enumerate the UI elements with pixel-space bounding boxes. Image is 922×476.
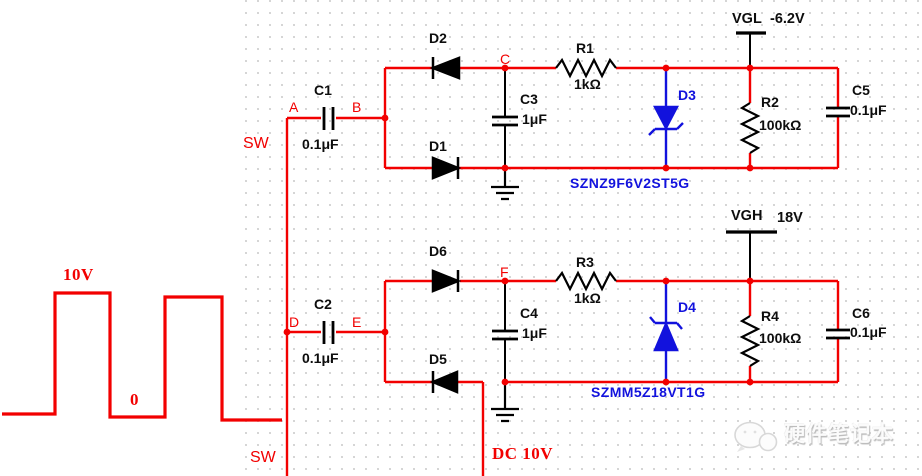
d2-ref: D2 xyxy=(429,30,447,46)
d4-ref: D4 xyxy=(678,299,696,315)
ground-icon-upper xyxy=(491,168,519,201)
resistor-r2-icon xyxy=(739,102,761,154)
capacitor-c5-icon xyxy=(826,106,850,118)
net-label-a: A xyxy=(289,99,299,115)
c6-value: 0.1μF xyxy=(850,324,887,340)
net-label-f: F xyxy=(500,264,509,280)
capacitor-c3-icon xyxy=(492,115,518,127)
resistor-r1-icon xyxy=(555,57,617,79)
dc-input-label: DC 10V xyxy=(492,444,554,463)
r1-value: 1kΩ xyxy=(574,76,601,92)
wechat-bubbles-icon xyxy=(734,421,778,452)
net-label-e: E xyxy=(352,314,362,330)
net-label-b: B xyxy=(352,99,362,115)
schematic-grid xyxy=(237,0,922,476)
vgh-value: 18V xyxy=(777,210,803,226)
waveform-low-label: 0 xyxy=(130,390,139,409)
diodes xyxy=(429,56,462,394)
r1-ref: R1 xyxy=(576,40,594,56)
r3-value: 1kΩ xyxy=(574,290,601,306)
power-rails xyxy=(726,31,777,281)
wires xyxy=(2,66,840,476)
r2-value: 100kΩ xyxy=(759,117,802,133)
d3-part-number: SZNZ9F6V2ST5G xyxy=(570,175,690,191)
d4-part-number: SZMM5Z18VT1G xyxy=(591,384,706,400)
r2-ref: R2 xyxy=(761,94,779,110)
capacitors xyxy=(322,70,850,380)
vgh-label: VGH xyxy=(731,208,763,224)
square-wave-icon xyxy=(2,291,282,422)
sw-label-top: SW xyxy=(243,135,269,152)
c3-ref: C3 xyxy=(520,91,538,107)
watermark-text: 硬件笔记本 xyxy=(784,423,894,446)
net-label-d: D xyxy=(289,314,300,330)
zener-d4-icon xyxy=(649,281,683,382)
r4-ref: R4 xyxy=(761,308,779,324)
vgl-value: -6.2V xyxy=(770,11,805,27)
c6-ref: C6 xyxy=(852,305,870,321)
vgl-label: VGL xyxy=(732,11,762,27)
sw-label-bottom: SW xyxy=(250,449,276,466)
diode-d6-icon xyxy=(431,269,462,293)
junction-dots xyxy=(283,64,754,386)
zener-d3-icon xyxy=(648,68,684,168)
resistor-r4-icon xyxy=(739,315,761,367)
waveform-high-label: 10V xyxy=(63,265,94,284)
c1-ref: C1 xyxy=(314,82,332,98)
diode-d1-icon xyxy=(431,156,462,180)
capacitor-c1-icon xyxy=(322,107,335,130)
c4-value: 1μF xyxy=(522,325,547,341)
c2-value: 0.1μF xyxy=(302,350,339,366)
r4-value: 100kΩ xyxy=(759,330,802,346)
c4-ref: C4 xyxy=(520,305,538,321)
r3-ref: R3 xyxy=(576,254,594,270)
grounds xyxy=(491,168,519,423)
d5-ref: D5 xyxy=(429,351,447,367)
resistor-r3-icon xyxy=(555,270,617,292)
lower-wires xyxy=(287,279,840,476)
c3-value: 1μF xyxy=(522,111,547,127)
c5-ref: C5 xyxy=(852,82,870,98)
resistors xyxy=(555,57,761,367)
c5-value: 0.1μF xyxy=(850,102,887,118)
capacitor-c6-icon xyxy=(826,328,850,340)
zener-diodes xyxy=(648,68,684,382)
ground-icon-lower xyxy=(491,382,519,423)
upper-wires xyxy=(287,66,840,170)
capacitor-c2-icon xyxy=(322,321,335,344)
d6-ref: D6 xyxy=(429,243,447,259)
c1-value: 0.1μF xyxy=(302,136,339,152)
net-label-c: C xyxy=(500,51,511,67)
d3-ref: D3 xyxy=(678,87,696,103)
diode-d2-icon xyxy=(429,56,461,80)
diode-d5-icon xyxy=(429,370,459,394)
capacitor-c4-icon xyxy=(492,329,518,341)
c2-ref: C2 xyxy=(314,296,332,312)
d1-ref: D1 xyxy=(429,138,447,154)
